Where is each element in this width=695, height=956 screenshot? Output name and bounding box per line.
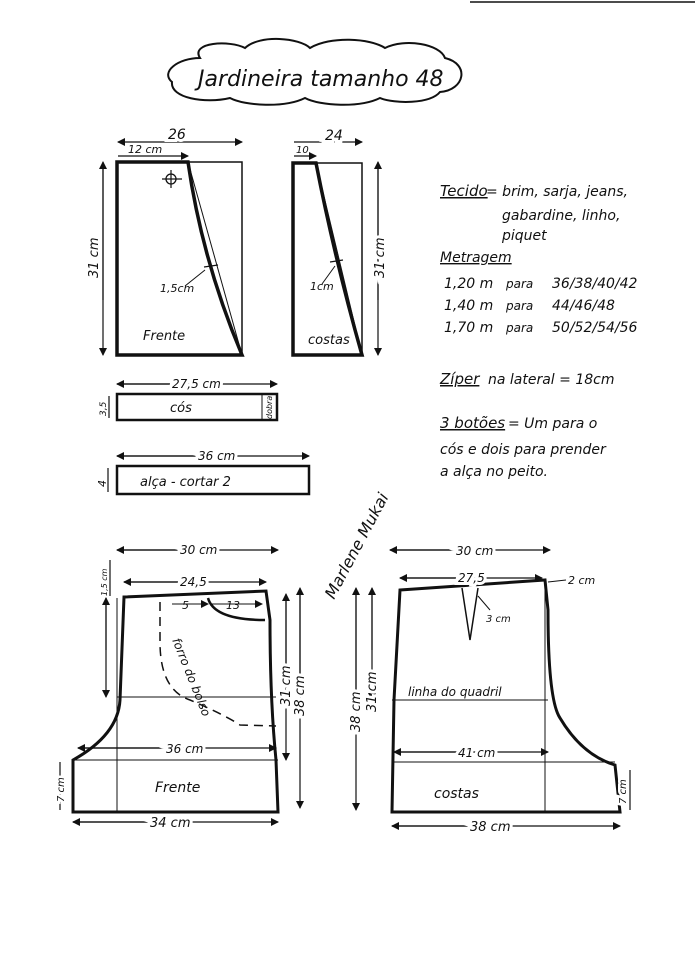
- bib-front-height: 31 cm: [87, 238, 102, 279]
- strap-height: 4: [96, 480, 109, 487]
- hip-line-label: linha do quadril: [408, 685, 502, 699]
- bib-front-width-top: 26: [168, 127, 186, 143]
- waistband-fold: dobra: [265, 396, 274, 419]
- bib-front-width-inner: 12 cm: [128, 143, 162, 156]
- buttons-line1: = Um para o: [508, 416, 597, 432]
- short-front-top-width: 30 cm: [180, 543, 217, 557]
- signature: Marlene Mukai: [321, 489, 393, 602]
- waistband-length: 27,5 cm: [172, 377, 221, 391]
- bib-front-label: Frente: [143, 329, 185, 344]
- zipper-text: na lateral = 18cm: [488, 372, 614, 388]
- pocket-depth: 13: [226, 599, 240, 612]
- yardage-para-3: para: [505, 321, 533, 335]
- short-back-height-outer: 38 cm: [349, 692, 364, 733]
- short-front: 30 cm 24,5 1,5 cm 5 13 forro do bolso 36…: [54, 540, 312, 834]
- pocket-lining-line: [159, 602, 277, 727]
- short-front-label: Frente: [155, 780, 200, 796]
- short-back-rise: 2 cm: [568, 574, 595, 587]
- short-front-waist-width: 24,5: [180, 575, 207, 589]
- fabric-line1: = brim, sarja, jeans,: [486, 184, 628, 200]
- yardage-para-1: para: [505, 277, 533, 291]
- waistband-outline: [115, 392, 279, 422]
- short-back-waist-width: 27,5: [458, 571, 485, 585]
- strap: 36 cm 4 alça - cortar 2: [96, 446, 311, 496]
- short-back-top-width: 30 cm: [456, 544, 493, 558]
- yardage-sizes-3: 50/52/54/56: [552, 320, 638, 336]
- yardage-amount-3: 1,70 m: [444, 320, 493, 336]
- bib-back-label: costas: [308, 333, 350, 348]
- bib-front-outline: [115, 160, 245, 357]
- bib-back-width-top: 24: [325, 128, 343, 144]
- bib-back-outline: [291, 161, 365, 357]
- short-front-height-inner: 31 cm: [279, 666, 294, 707]
- bib-back-width-inner: 10: [296, 145, 309, 156]
- strap-length: 36 cm: [198, 449, 235, 463]
- pocket-lining-label: forro do bolso: [169, 636, 213, 718]
- bib-back: 24 10 31 cm 1cm costas: [291, 125, 391, 357]
- back-dart: [461, 587, 479, 641]
- fabric-line3: piquet: [501, 228, 547, 244]
- bib-front: 26 12 cm 31 cm 1,5cm Frente: [84, 124, 245, 357]
- short-back-hem-width: 38 cm: [470, 820, 511, 835]
- short-back-height-inner: 31 cm: [365, 672, 380, 713]
- buttons-line2: cós e dois para prender: [440, 442, 607, 458]
- page-title: Jardineira tamanho 48: [194, 67, 444, 92]
- yardage-para-2: para: [505, 299, 533, 313]
- buttons-label: 3 botões: [440, 414, 505, 432]
- fabric-label: Tecido: [440, 182, 488, 200]
- pocket-width: 5: [182, 599, 189, 612]
- notes: Tecido = brim, sarja, jeans, gabardine, …: [439, 182, 638, 480]
- fabric-line2: gabardine, linho,: [502, 208, 620, 224]
- zipper-label: Zíper: [439, 370, 480, 388]
- short-front-rise-small: 1,5 cm: [100, 568, 109, 596]
- bib-back-curve: 1cm: [310, 280, 334, 293]
- waistband-height: 3,5: [99, 401, 109, 416]
- buttons-line3: a alça no peito.: [440, 464, 548, 480]
- strap-label: alça - cortar 2: [140, 475, 231, 490]
- waistband: 27,5 cm 3,5 cós dobra: [99, 374, 279, 422]
- strap-outline: [115, 464, 311, 496]
- short-front-hem: 7 cm: [56, 777, 67, 802]
- short-back: 30 cm 27,5 2 cm 3 cm linha do quadril 31…: [346, 541, 632, 838]
- short-back-dart: 3 cm: [486, 614, 511, 625]
- short-front-height-outer: 38 cm: [293, 676, 308, 717]
- short-back-hem: 7 cm: [618, 779, 629, 804]
- short-back-hip-width: 41 cm: [458, 746, 495, 760]
- yardage-amount-1: 1,20 m: [444, 276, 493, 292]
- short-front-hip-width: 36 cm: [166, 742, 203, 756]
- yardage-label: Metragem: [440, 250, 512, 266]
- short-back-label: costas: [434, 786, 479, 802]
- short-front-hem-width: 34 cm: [150, 816, 191, 831]
- short-back-outline: [390, 578, 622, 814]
- yardage-amount-2: 1,40 m: [444, 298, 493, 314]
- bib-front-curve: 1,5cm: [160, 282, 194, 295]
- short-front-outline: [71, 589, 280, 814]
- title-cloud: Jardineira tamanho 48: [167, 37, 463, 106]
- waistband-label: cós: [170, 401, 192, 416]
- yardage-sizes-1: 36/38/40/42: [552, 276, 638, 292]
- yardage-sizes-2: 44/46/48: [552, 298, 615, 314]
- bib-back-height: 31 cm: [373, 238, 388, 279]
